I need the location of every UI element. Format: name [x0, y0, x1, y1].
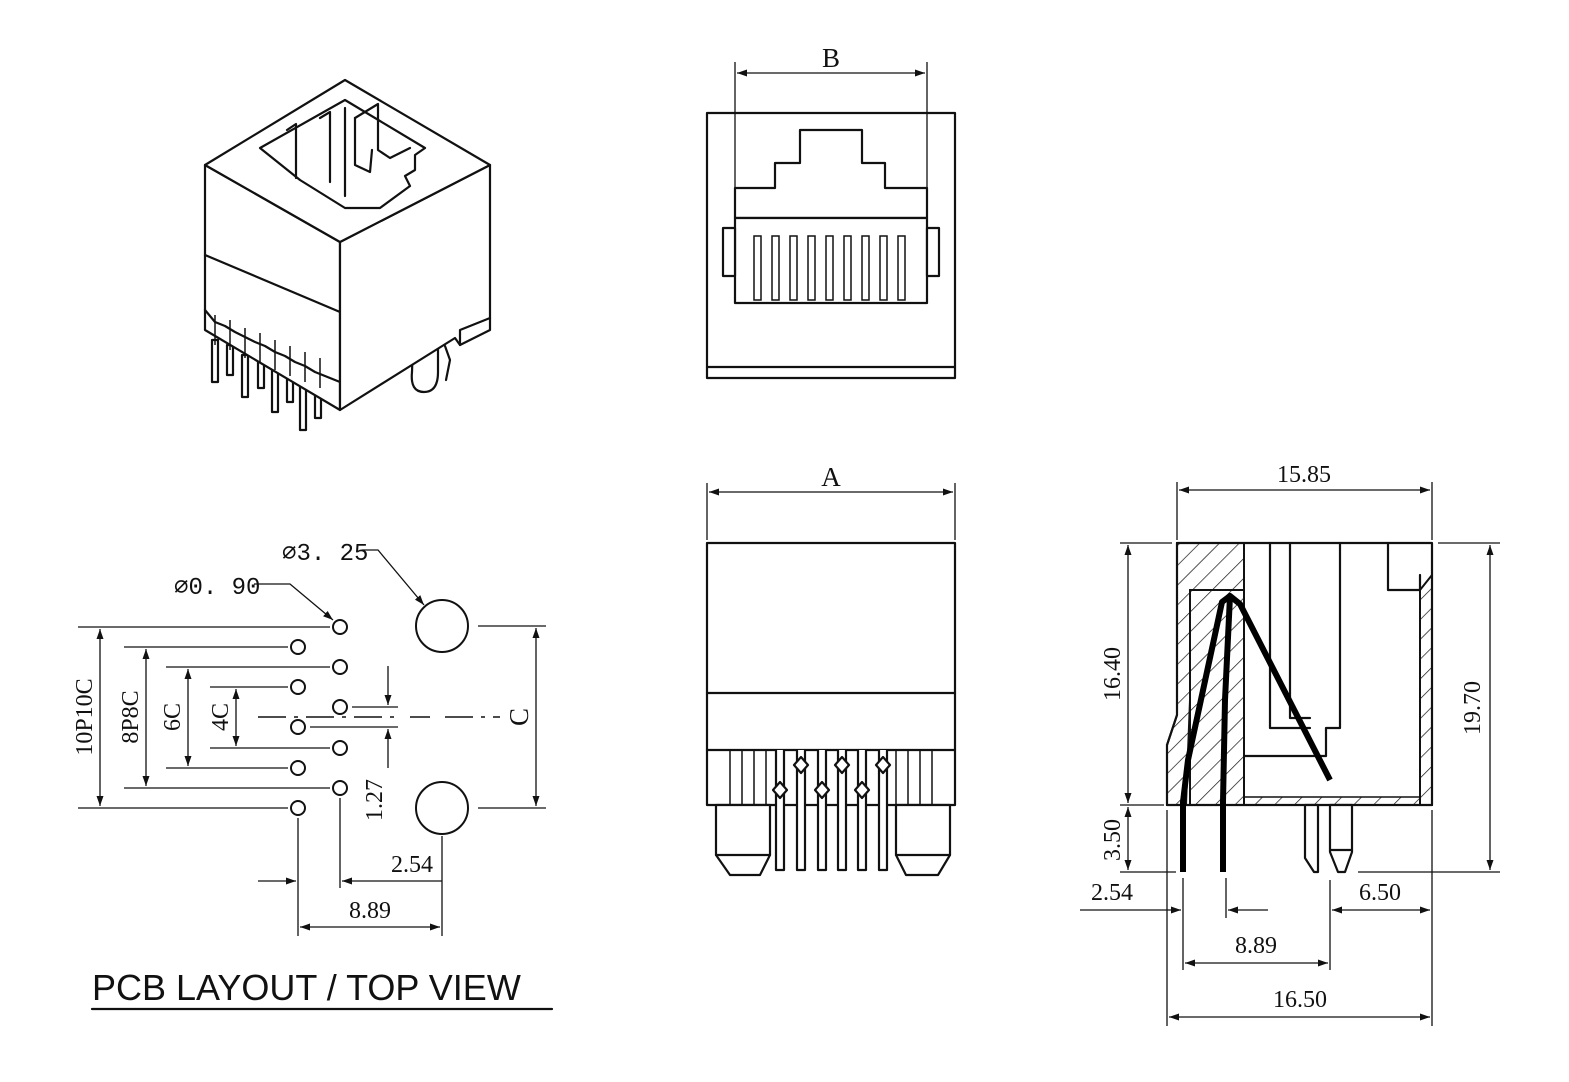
label-side-2-54: 2.54: [1091, 880, 1133, 906]
label-c: C: [504, 708, 534, 726]
label-4c: 4C: [208, 703, 234, 731]
dim-16-50: 16.50: [1166, 810, 1430, 1026]
pin-hole: [332, 780, 348, 796]
caption: PCB LAYOUT / TOP VIEW: [90, 967, 554, 1011]
dim-16-40: 16.40: [1100, 542, 1172, 806]
leader-dia-pin: ⌀0. 90: [174, 575, 334, 621]
bottom-view-pins: [771, 750, 892, 872]
side-section-view: 15.85 16.40 3.50 19.70 2.54: [1080, 462, 1500, 1026]
label-16-40: 16.40: [1100, 647, 1126, 701]
dimension-b: B: [734, 43, 928, 188]
iso-pins: [210, 338, 323, 432]
dim-10p10c: 10P10C: [72, 629, 104, 806]
label-16-50: 16.50: [1273, 987, 1327, 1013]
dimension-a: A: [706, 462, 956, 540]
dim-side-2-54: 2.54: [1080, 878, 1268, 970]
pin-hole: [290, 760, 306, 776]
dim-6-50: 6.50: [1329, 810, 1433, 1026]
pin-hole: [332, 659, 348, 675]
label-6c: 6C: [160, 703, 186, 731]
pin-hole: [332, 740, 348, 756]
dim-19-70: 19.70: [1358, 542, 1500, 873]
label-15-85: 15.85: [1277, 462, 1331, 488]
dim-1-27: 1.27: [310, 666, 398, 821]
label-1-27: 1.27: [362, 779, 388, 821]
bottom-view-posts: [714, 803, 952, 877]
pin-hole: [332, 619, 348, 635]
bottom-view-comb: [729, 750, 933, 805]
front-view-contacts: [753, 235, 906, 301]
label-b: B: [822, 43, 840, 73]
dim-8p8c: 8P8C: [118, 649, 150, 786]
label-2-54: 2.54: [391, 852, 433, 878]
pin-hole: [290, 639, 306, 655]
label-3-50: 3.50: [1100, 819, 1126, 861]
dim-15-85: 15.85: [1176, 462, 1433, 540]
view-caption: PCB LAYOUT / TOP VIEW: [92, 967, 521, 1008]
pin-hole: [290, 719, 306, 735]
dim-3-50: 3.50: [1100, 807, 1176, 873]
pin-hole: [290, 800, 306, 816]
pin-hole: [332, 699, 348, 715]
dim-side-8-89: 8.89: [1185, 933, 1328, 967]
label-10p10c: 10P10C: [72, 678, 98, 755]
iso-top-face: [203, 78, 492, 244]
iso-front-face: [203, 163, 342, 412]
dim-2-54: 2.54: [258, 798, 443, 936]
post-hole: [415, 781, 469, 835]
bottom-view: A: [705, 462, 957, 877]
label-dia-pin: ⌀0. 90: [174, 575, 260, 602]
front-view: B: [705, 43, 957, 380]
label-dia-post: ⌀3. 25: [282, 541, 368, 568]
dim-6c: 6C: [160, 669, 192, 766]
dim-4c: 4C: [208, 689, 240, 746]
label-19-70: 19.70: [1460, 681, 1486, 735]
label-a: A: [821, 462, 841, 492]
pin-hole: [290, 679, 306, 695]
post-hole: [415, 599, 469, 653]
label-8p8c: 8P8C: [118, 690, 144, 743]
dim-c: C: [504, 628, 540, 806]
pcb-holes: [290, 599, 469, 835]
isometric-view: [203, 78, 492, 432]
pcb-layout-view: 10P10C 8P8C 6C 4C C 1.27 ⌀: [72, 541, 554, 1011]
dim-8-89: 8.89: [300, 898, 440, 931]
leader-dia-post: ⌀3. 25: [282, 541, 425, 606]
label-6-50: 6.50: [1359, 880, 1401, 906]
pcb-extension-lines: [78, 625, 546, 809]
label-side-8-89: 8.89: [1235, 933, 1277, 959]
label-8-89: 8.89: [349, 898, 391, 924]
